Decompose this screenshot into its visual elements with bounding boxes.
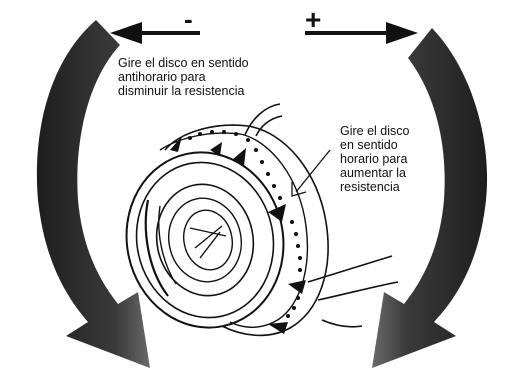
left-curved-arrow — [36, 20, 151, 368]
counterclockwise-instruction: Gire el disco en sentido antihorario par… — [118, 56, 249, 98]
minus-sign: - — [184, 4, 193, 34]
pointer-arrow — [291, 149, 331, 197]
dial-dots — [188, 130, 302, 318]
right-curved-arrow — [372, 28, 488, 368]
plus-arrow — [305, 22, 418, 44]
dial-markers — [170, 136, 306, 334]
device-illustration — [125, 103, 399, 337]
clockwise-instruction: Gire el disco en sentido horario para au… — [340, 124, 410, 194]
minus-arrow — [110, 22, 200, 44]
plus-sign: + — [305, 4, 322, 35]
